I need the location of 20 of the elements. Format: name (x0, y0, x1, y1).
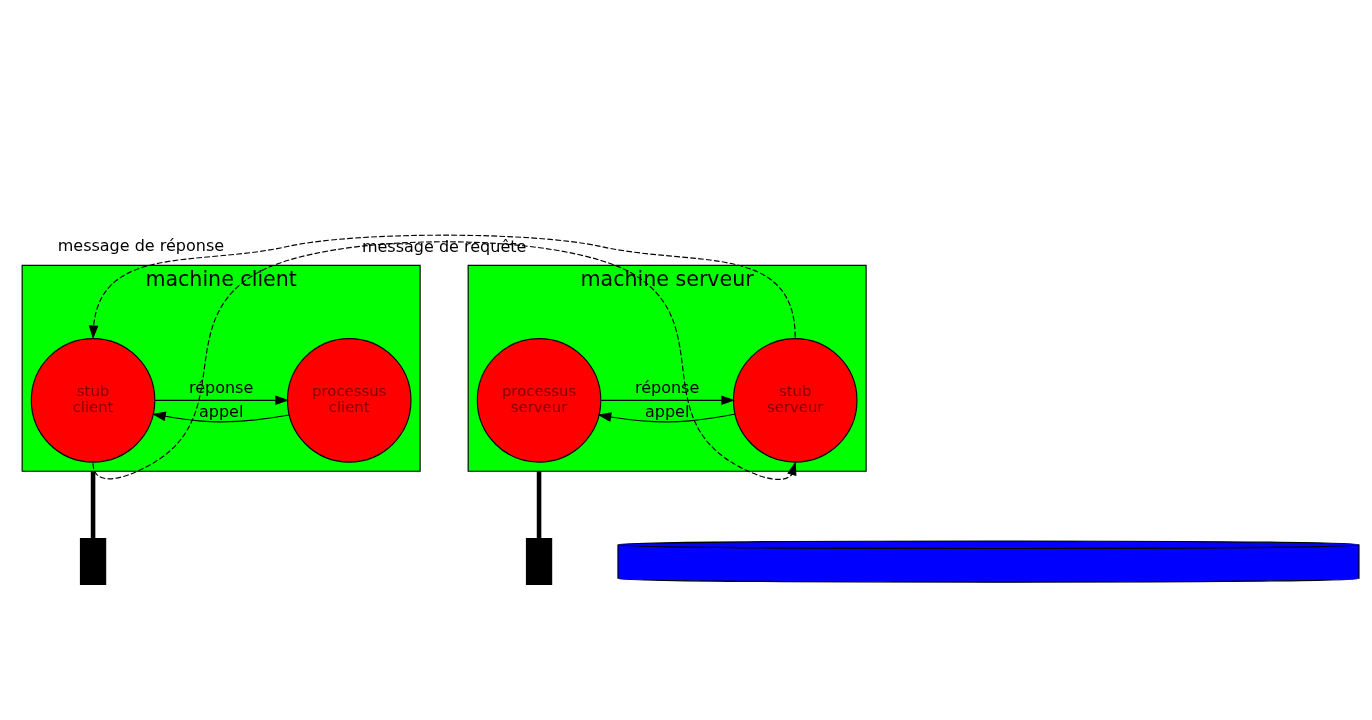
edge-label: message de réponse (57, 235, 225, 255)
edge-label: appel (198, 401, 244, 421)
node-circle: stub serveur (732, 338, 858, 463)
node-circle: stub client (30, 338, 156, 463)
arrow (154, 395, 290, 406)
node-circle: processus serveur (476, 338, 602, 463)
edge-label: réponse (634, 377, 700, 397)
edge-label: message de requête (361, 236, 527, 256)
arrow (88, 234, 796, 340)
arrow (597, 412, 736, 423)
arrow (152, 411, 290, 423)
arrow (600, 395, 736, 406)
edge-label: appel (644, 401, 690, 421)
connector (536, 471, 542, 539)
arrow (92, 241, 797, 480)
node-box (79, 538, 107, 585)
node-circle: processus client (286, 338, 412, 463)
node-box (525, 538, 553, 585)
connector (90, 471, 96, 539)
edge-label: réponse (188, 377, 254, 397)
